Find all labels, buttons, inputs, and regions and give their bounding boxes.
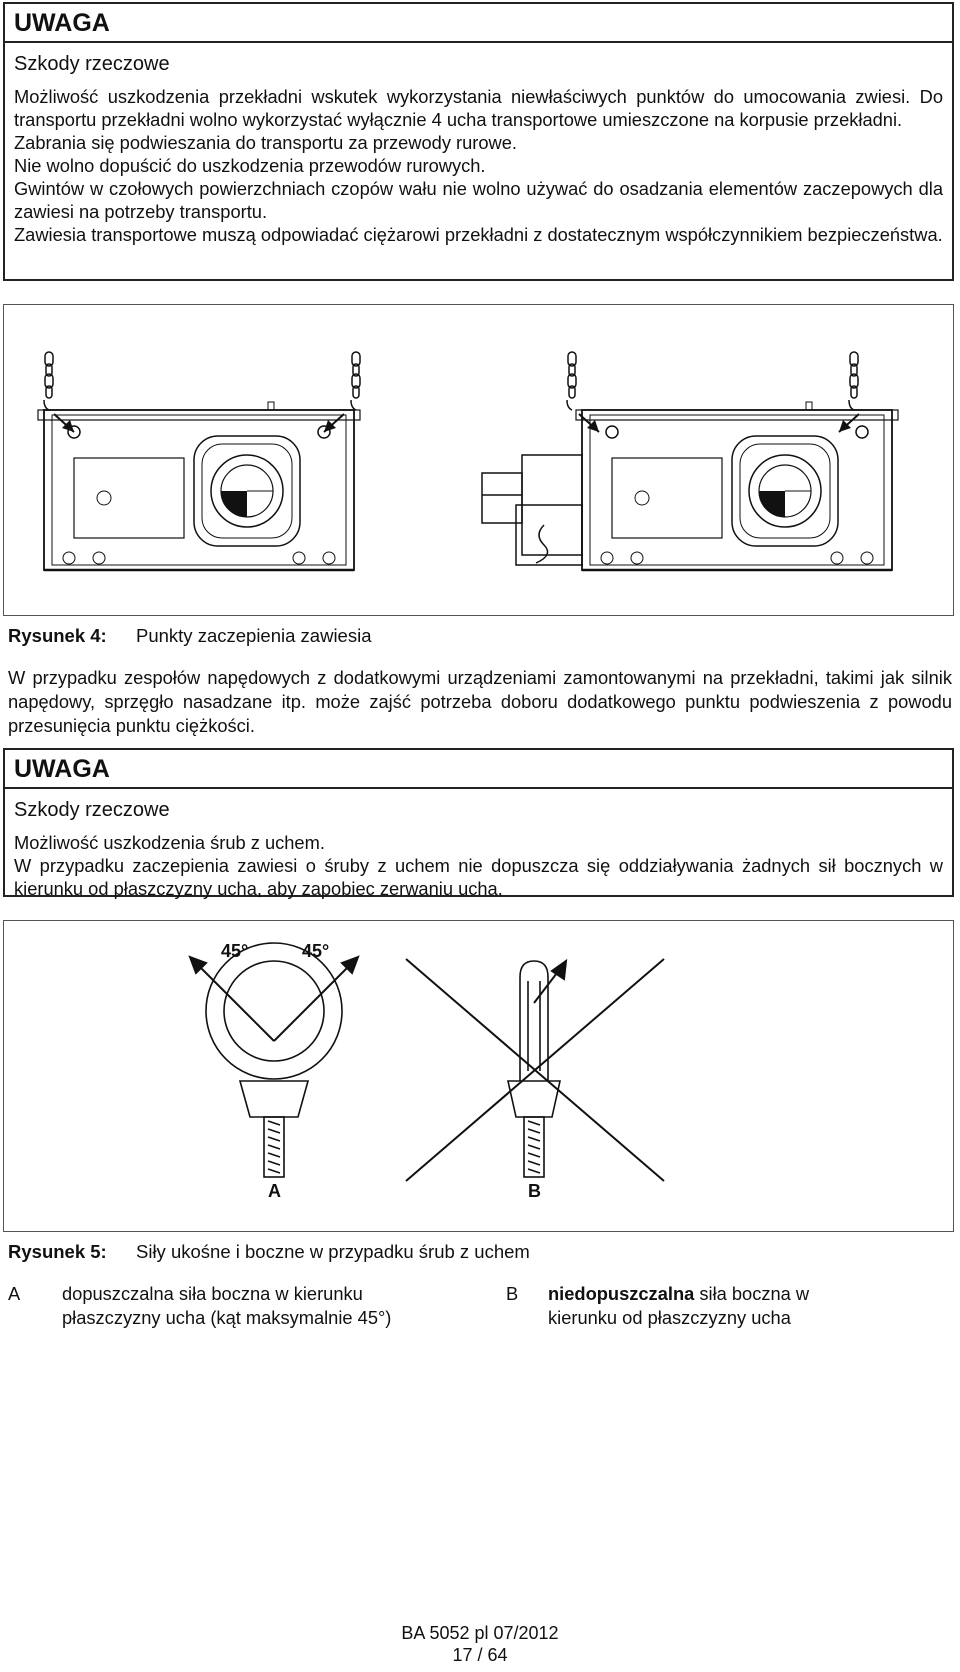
chain-icon [350, 351, 361, 411]
chain-icon [566, 351, 577, 411]
gearbox-lifting-points-drawing [36, 351, 900, 572]
legend-desc-b: niedopuszczalna siła boczna w kierunku o… [548, 1282, 848, 1330]
warning-subtitle: Szkody rzeczowe [14, 53, 170, 75]
legend-b: B niedopuszczalna siła boczna w kierunku… [506, 1282, 946, 1332]
warning-line: Gwintów w czołowych powierzchniach czopó… [14, 178, 943, 222]
arrow-icon [53, 413, 75, 433]
warning-title: UWAGA [5, 4, 952, 43]
figure-4-frame [3, 304, 954, 616]
legend-key-b: B [506, 1283, 519, 1304]
figure-5-caption: Rysunek 5: Siły ukośne i boczne w przypad… [8, 1241, 530, 1263]
eye-bolt-drawing: 45° 45° A B [188, 941, 665, 1201]
warning-box-1: UWAGA Szkody rzeczowe Możliwość uszkodze… [3, 2, 954, 281]
prohibited-cross-icon [405, 958, 665, 1182]
warning-line: Możliwość uszkodzenia przekładni wskutek… [14, 86, 943, 130]
legend-key-a: A [8, 1283, 21, 1304]
coupling-drawing [481, 454, 583, 566]
eye-bolt-a [205, 942, 343, 1178]
figure-caption-text: Punkty zaczepienia zawiesia [136, 625, 372, 646]
arrow-icon [323, 413, 345, 433]
chain-icon [848, 351, 859, 411]
marker-b: B [528, 1181, 541, 1201]
warning-line: Możliwość uszkodzenia śrub z uchem. [14, 832, 325, 853]
figure-caption-text: Siły ukośne i boczne w przypadku śrub z … [136, 1241, 530, 1262]
figure-4-caption: Rysunek 4: Punkty zaczepienia zawiesia [8, 625, 372, 647]
force-arrows-a [188, 955, 360, 1042]
force-arrow-b [533, 958, 568, 1004]
document-code: BA 5052 pl 07/2012 [401, 1623, 559, 1643]
legend-desc-a: dopuszczalna siła boczna w kierunku płas… [62, 1283, 392, 1328]
warning-line: Nie wolno dopuścić do uszkodzenia przewo… [14, 155, 486, 176]
warning-title: UWAGA [5, 750, 952, 789]
warning-box-2: UWAGA Szkody rzeczowe Możliwość uszkodze… [3, 748, 954, 900]
warning-line: Zabrania się podwieszania do transportu … [14, 132, 518, 153]
figure-label: Rysunek 5: [8, 1241, 107, 1262]
warning-text: Możliwość uszkodzenia przekładni wskutek… [5, 77, 952, 246]
page-footer: BA 5052 pl 07/2012 17 / 64 [0, 1622, 960, 1666]
figure-5-frame: 45° 45° A B [3, 920, 954, 1232]
eye-bolt-b [507, 960, 561, 1178]
legend-a: A dopuszczalna siła boczna w kierunku pł… [8, 1282, 478, 1332]
page-number: 17 / 64 [452, 1645, 508, 1665]
warning-line: W przypadku zaczepienia zawiesi o śruby … [14, 855, 943, 899]
warning-subtitle: Szkody rzeczowe [14, 799, 170, 821]
legend-desc-b-rest: siła boczna w kierunku od płaszczyzny uc… [548, 1283, 810, 1328]
warning-text: Możliwość uszkodzenia śrub z uchem. W pr… [5, 823, 952, 900]
chain-icon [43, 351, 54, 411]
legend-desc-b-bold: niedopuszczalna [548, 1283, 695, 1304]
figure-label: Rysunek 4: [8, 625, 107, 646]
paragraph-text: W przypadku zespołów napędowych z dodatk… [8, 667, 952, 736]
angle-label-right: 45° [302, 941, 329, 961]
warning-line: Zawiesia transportowe muszą odpowiadać c… [14, 224, 943, 245]
angle-label-left: 45° [221, 941, 248, 961]
gearbox-left [36, 400, 362, 572]
body-paragraph: W przypadku zespołów napędowych z dodatk… [8, 666, 952, 738]
marker-a: A [268, 1181, 281, 1201]
